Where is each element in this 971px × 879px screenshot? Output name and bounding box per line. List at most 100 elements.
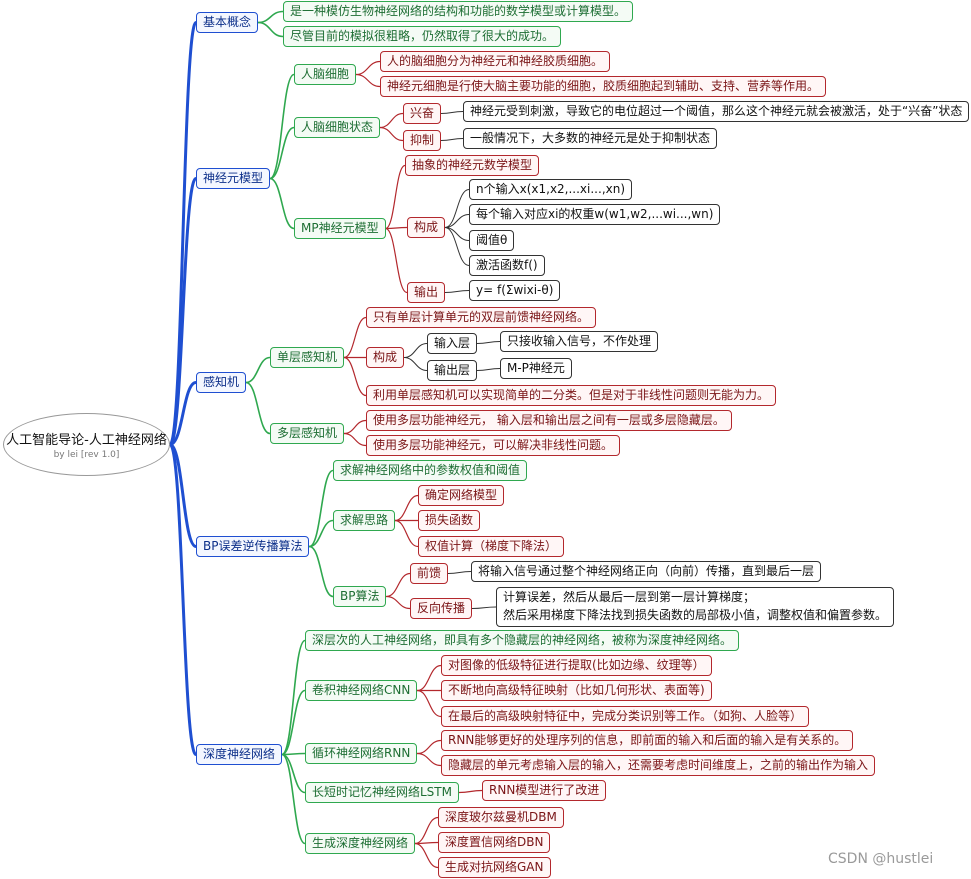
output-layer-node[interactable]: 输出层 [427, 360, 478, 381]
root-node[interactable]: 人工智能导论-人工神经网络 by lei [rev 1.0] [3, 413, 170, 476]
single-limit[interactable]: 利用单层感知机可以实现简单的二分类。但是对于非线性问题则无能为力。 [366, 385, 777, 406]
output-layer-text[interactable]: M-P神经元 [500, 358, 572, 379]
mp-weight-item[interactable]: 每个输入对应xi的权重w(w1,w2,...wi...,wn) [469, 204, 721, 225]
mp-threshold-item[interactable]: 阈值θ [469, 230, 515, 251]
cnn-item-2[interactable]: 不断地向高级特征映射（比如几何形状、表面等) [441, 680, 712, 701]
connector-generative-item-3 [414, 842, 439, 869]
deep-desc[interactable]: 深层次的人工神经网络，即具有多个隐藏层的神经网络，被称为深度神经网络。 [305, 630, 740, 651]
connector-mp-activation-item [444, 227, 470, 266]
branch-neuron-model[interactable]: 神经元模型 [196, 168, 271, 189]
connector-rnn-node [281, 752, 306, 756]
branch-basic[interactable]: 基本概念 [196, 12, 259, 33]
approach-item-2[interactable]: 损失函数 [418, 510, 481, 531]
single-desc[interactable]: 只有单层计算单元的双层前馈神经网络。 [366, 307, 597, 328]
excite-text[interactable]: 神经元受到刺激，导致它的电位超过一个阈值，那么这个神经元就会被激活，处于“兴奋”… [463, 101, 970, 122]
inhibit-node[interactable]: 抑制 [403, 130, 442, 151]
connector-bp-goal [308, 469, 334, 548]
branch-deep[interactable]: 深度神经网络 [196, 744, 283, 765]
cell-states-node[interactable]: 人脑细胞状态 [294, 117, 381, 138]
rnn-item-1[interactable]: RNN能够更好的处理序列的信息，即前面的输入和后面的输入是有关系的。 [441, 730, 854, 751]
cnn-node[interactable]: 卷积神经网络CNN [305, 680, 418, 701]
forward-text[interactable]: 将输入信号通过整个神经网络正向（向前）传播，直到最后一层 [471, 561, 822, 582]
connector-multi-item-2 [343, 432, 367, 447]
branch-bp[interactable]: BP误差逆传播算法 [196, 536, 310, 557]
lstm-text[interactable]: RNN模型进行了改进 [482, 780, 607, 801]
bp-approach-node[interactable]: 求解思路 [333, 510, 396, 531]
mp-output-formula[interactable]: y= f(Σwixi-θ) [469, 280, 561, 301]
connector-basic-item-2 [257, 21, 284, 38]
excite-node[interactable]: 兴奋 [403, 103, 442, 124]
basic-item-2[interactable]: 尽管目前的模拟很粗略，仍然取得了很大的成功。 [283, 26, 562, 47]
brain-cells-item-1[interactable]: 人的脑细胞分为神经元和神经胶质细胞。 [380, 51, 611, 72]
connector-inhibit-text [440, 138, 464, 141]
generative-item-1[interactable]: 深度玻尔兹曼机DBM [438, 807, 564, 828]
connector-mp-composition-node [384, 226, 408, 230]
connector-rnn-item-1 [416, 739, 442, 755]
connector-approach-item-3 [394, 519, 419, 548]
approach-item-3[interactable]: 权值计算（梯度下降法） [418, 536, 565, 557]
generative-item-2[interactable]: 深度置信网络DBN [438, 832, 551, 853]
input-layer-text[interactable]: 只接收输入信号，不作处理 [500, 331, 659, 352]
connector-brain-cells-item-1 [355, 60, 381, 76]
generative-node[interactable]: 生成深度神经网络 [305, 833, 416, 854]
connector-excite-text [440, 111, 464, 114]
connector-brain-cells-node [269, 73, 295, 180]
connector-bp-algorithm-node [308, 545, 334, 598]
inhibit-text[interactable]: 一般情况下，大多数的神经元是处于抑制状态 [463, 128, 718, 149]
backward-node[interactable]: 反向传播 [410, 598, 473, 619]
multi-item-2[interactable]: 使用多层功能神经元，可以解决非线性问题。 [366, 435, 621, 456]
single-perceptron-node[interactable]: 单层感知机 [270, 347, 345, 368]
mp-activation-item[interactable]: 激活函数f() [469, 255, 545, 276]
connector-generative-item-1 [414, 816, 439, 845]
connector-rnn-item-2 [416, 752, 442, 767]
mp-output-node[interactable]: 输出 [407, 282, 446, 303]
cnn-item-3[interactable]: 在最后的高级映射特征中，完成分类识别等工作。（如狗、人脸等） [441, 706, 810, 727]
generative-item-3[interactable]: 生成对抗网络GAN [438, 857, 551, 878]
connector-mp-input-item [444, 189, 470, 228]
connector-excite-node [379, 112, 404, 129]
forward-node[interactable]: 前馈 [410, 563, 449, 584]
connector-inhibit-node [379, 126, 404, 142]
backward-text[interactable]: 计算误差，然后从最后一层到第一层计算梯度； 然后采用梯度下降法找到损失函数的局部… [496, 587, 895, 627]
brain-cells-node[interactable]: 人脑细胞 [294, 64, 357, 85]
lstm-node[interactable]: 长短时记忆神经网络LSTM [305, 782, 459, 803]
connector-branch-deep [168, 443, 198, 756]
root-title: 人工智能导论-人工神经网络 [6, 433, 167, 448]
connector-cnn-item-1 [416, 664, 442, 692]
backward-line-1: 计算误差，然后从最后一层到第一层计算梯度； [503, 590, 756, 604]
multi-item-1[interactable]: 使用多层功能神经元， 输入层和输出层之间有一层或多层隐藏层。 [366, 410, 732, 431]
branch-perceptron[interactable]: 感知机 [196, 372, 247, 393]
connector-single-limit [343, 356, 367, 397]
multi-perceptron-node[interactable]: 多层感知机 [270, 423, 345, 444]
input-layer-node[interactable]: 输入层 [427, 333, 478, 354]
connector-input-layer-node [403, 343, 428, 358]
single-composition-node[interactable]: 构成 [366, 347, 405, 368]
cnn-item-1[interactable]: 对图像的低级特征进行提取(比如边缘、纹理等） [441, 655, 712, 676]
connector-input-layer-text [476, 341, 501, 344]
connector-mp-model-node [269, 177, 295, 230]
rnn-item-2[interactable]: 隐藏层的单元考虑输入层的输入，还需要考虑时间维度上，之前的输出作为输入 [441, 755, 876, 776]
connector-cnn-item-3 [416, 689, 442, 718]
mp-composition-node[interactable]: 构成 [407, 217, 446, 238]
mp-abstract[interactable]: 抽象的神经元数学模型 [405, 155, 540, 176]
bp-algorithm-node[interactable]: BP算法 [333, 586, 387, 607]
approach-item-1[interactable]: 确定网络模型 [418, 485, 505, 506]
connector-single-desc [343, 316, 367, 359]
connector-backward-node [385, 595, 411, 610]
mp-input-item[interactable]: n个输入x(x1,x2,...xi...,xn) [469, 179, 633, 200]
connector-mp-abstract [384, 164, 406, 230]
rnn-node[interactable]: 循环神经网络RNN [305, 743, 418, 764]
connector-mp-output-formula [444, 290, 470, 293]
connector-deep-desc [281, 639, 306, 756]
basic-item-1[interactable]: 是一种模仿生物神经网络的结构和功能的数学模型或计算模型。 [283, 1, 634, 22]
mp-model-node[interactable]: MP神经元模型 [294, 218, 386, 239]
connector-output-layer-node [403, 357, 428, 371]
root-subtitle: by lei [rev 1.0] [53, 450, 120, 460]
brain-cells-item-2[interactable]: 神经元细胞是行使大脑主要功能的细胞，胶质细胞起到辅助、支持、营养等作用。 [380, 76, 827, 97]
connector-single-perceptron-node [245, 356, 271, 384]
connector-lstm-node [281, 753, 306, 794]
bp-goal[interactable]: 求解神经网络中的参数权值和阈值 [333, 460, 528, 481]
connector-cnn-node [281, 689, 306, 756]
connector-multi-item-1 [343, 419, 367, 435]
